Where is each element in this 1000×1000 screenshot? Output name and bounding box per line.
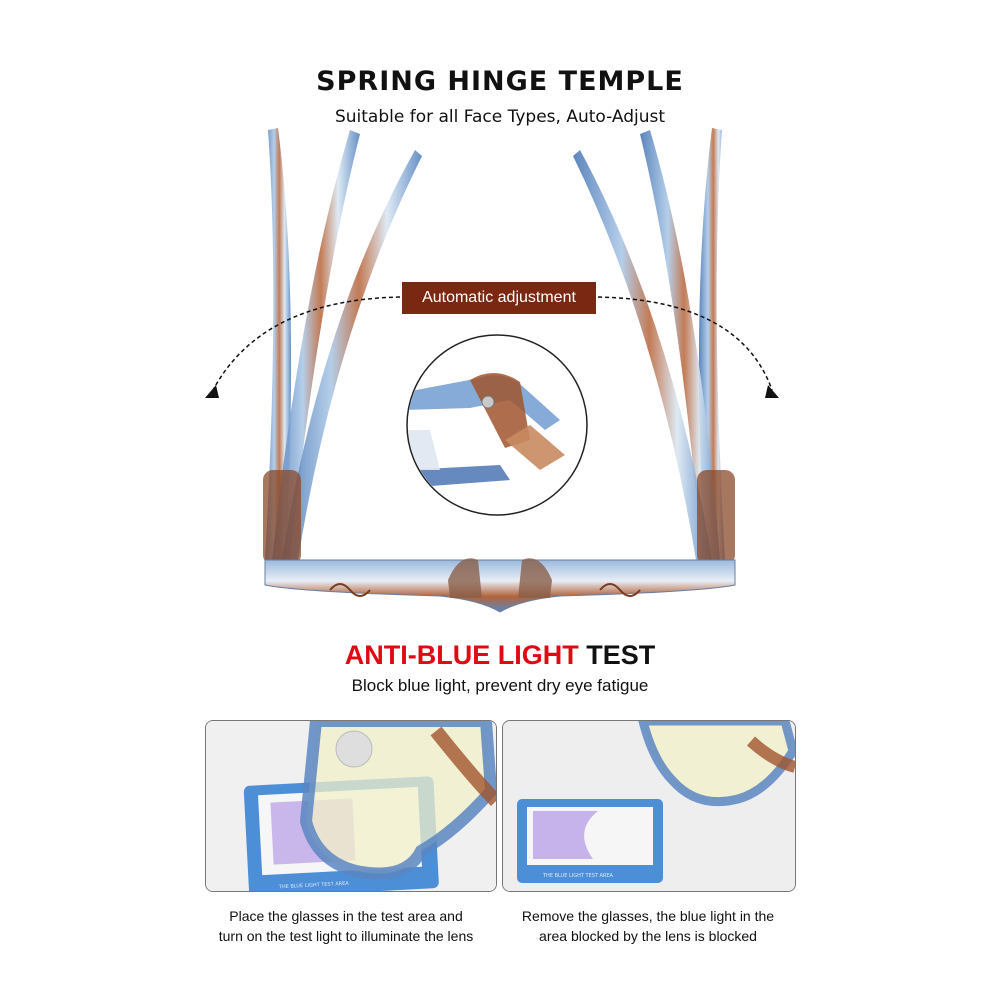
arrow-right-icon [765, 385, 779, 398]
test-photo-left-image: THE BLUE LIGHT TEST AREA [206, 721, 496, 891]
blue-light-title-red: ANTI-BLUE LIGHT [344, 640, 579, 670]
spring-hinge-illustration [205, 128, 779, 613]
blue-light-subtitle: Block blue light, prevent dry eye fatigu… [351, 676, 649, 695]
hinge-zoom-circle [406, 334, 588, 516]
glasses-front-frame [264, 558, 736, 613]
left-temple-arms [263, 128, 422, 565]
arrow-left-icon [205, 385, 219, 398]
caption-right-line2: area blocked by the lens is blocked [539, 928, 757, 944]
test-photo-with-glasses: THE BLUE LIGHT TEST AREA [205, 720, 497, 892]
test-area-card-text-right: THE BLUE LIGHT TEST AREA [542, 873, 614, 879]
test-photo-right-image: THE BLUE LIGHT TEST AREA [503, 721, 795, 891]
hinge-subtitle: Suitable for all Face Types, Auto-Adjust [334, 107, 666, 127]
caption-left-line2: turn on the test light to illuminate the… [218, 928, 474, 944]
blue-light-title: ANTI-BLUE LIGHT TEST [0, 640, 1000, 671]
right-temple-arms [573, 128, 735, 565]
caption-right-line1: Remove the glasses, the blue light in th… [521, 908, 775, 924]
test-area-card-text: THE BLUE LIGHT TEST AREA [278, 881, 350, 891]
automatic-adjustment-label: Automatic adjustment [402, 282, 596, 314]
caption-right: Remove the glasses, the blue light in th… [498, 906, 798, 946]
caption-left: Place the glasses in the test area and t… [196, 906, 496, 946]
test-photo-without-glasses: THE BLUE LIGHT TEST AREA [502, 720, 796, 892]
caption-left-line1: Place the glasses in the test area and [229, 908, 463, 924]
hinge-title: SPRING HINGE TEMPLE [316, 66, 684, 97]
blue-light-title-black: TEST [586, 640, 656, 670]
adjust-arc-left [211, 296, 401, 393]
